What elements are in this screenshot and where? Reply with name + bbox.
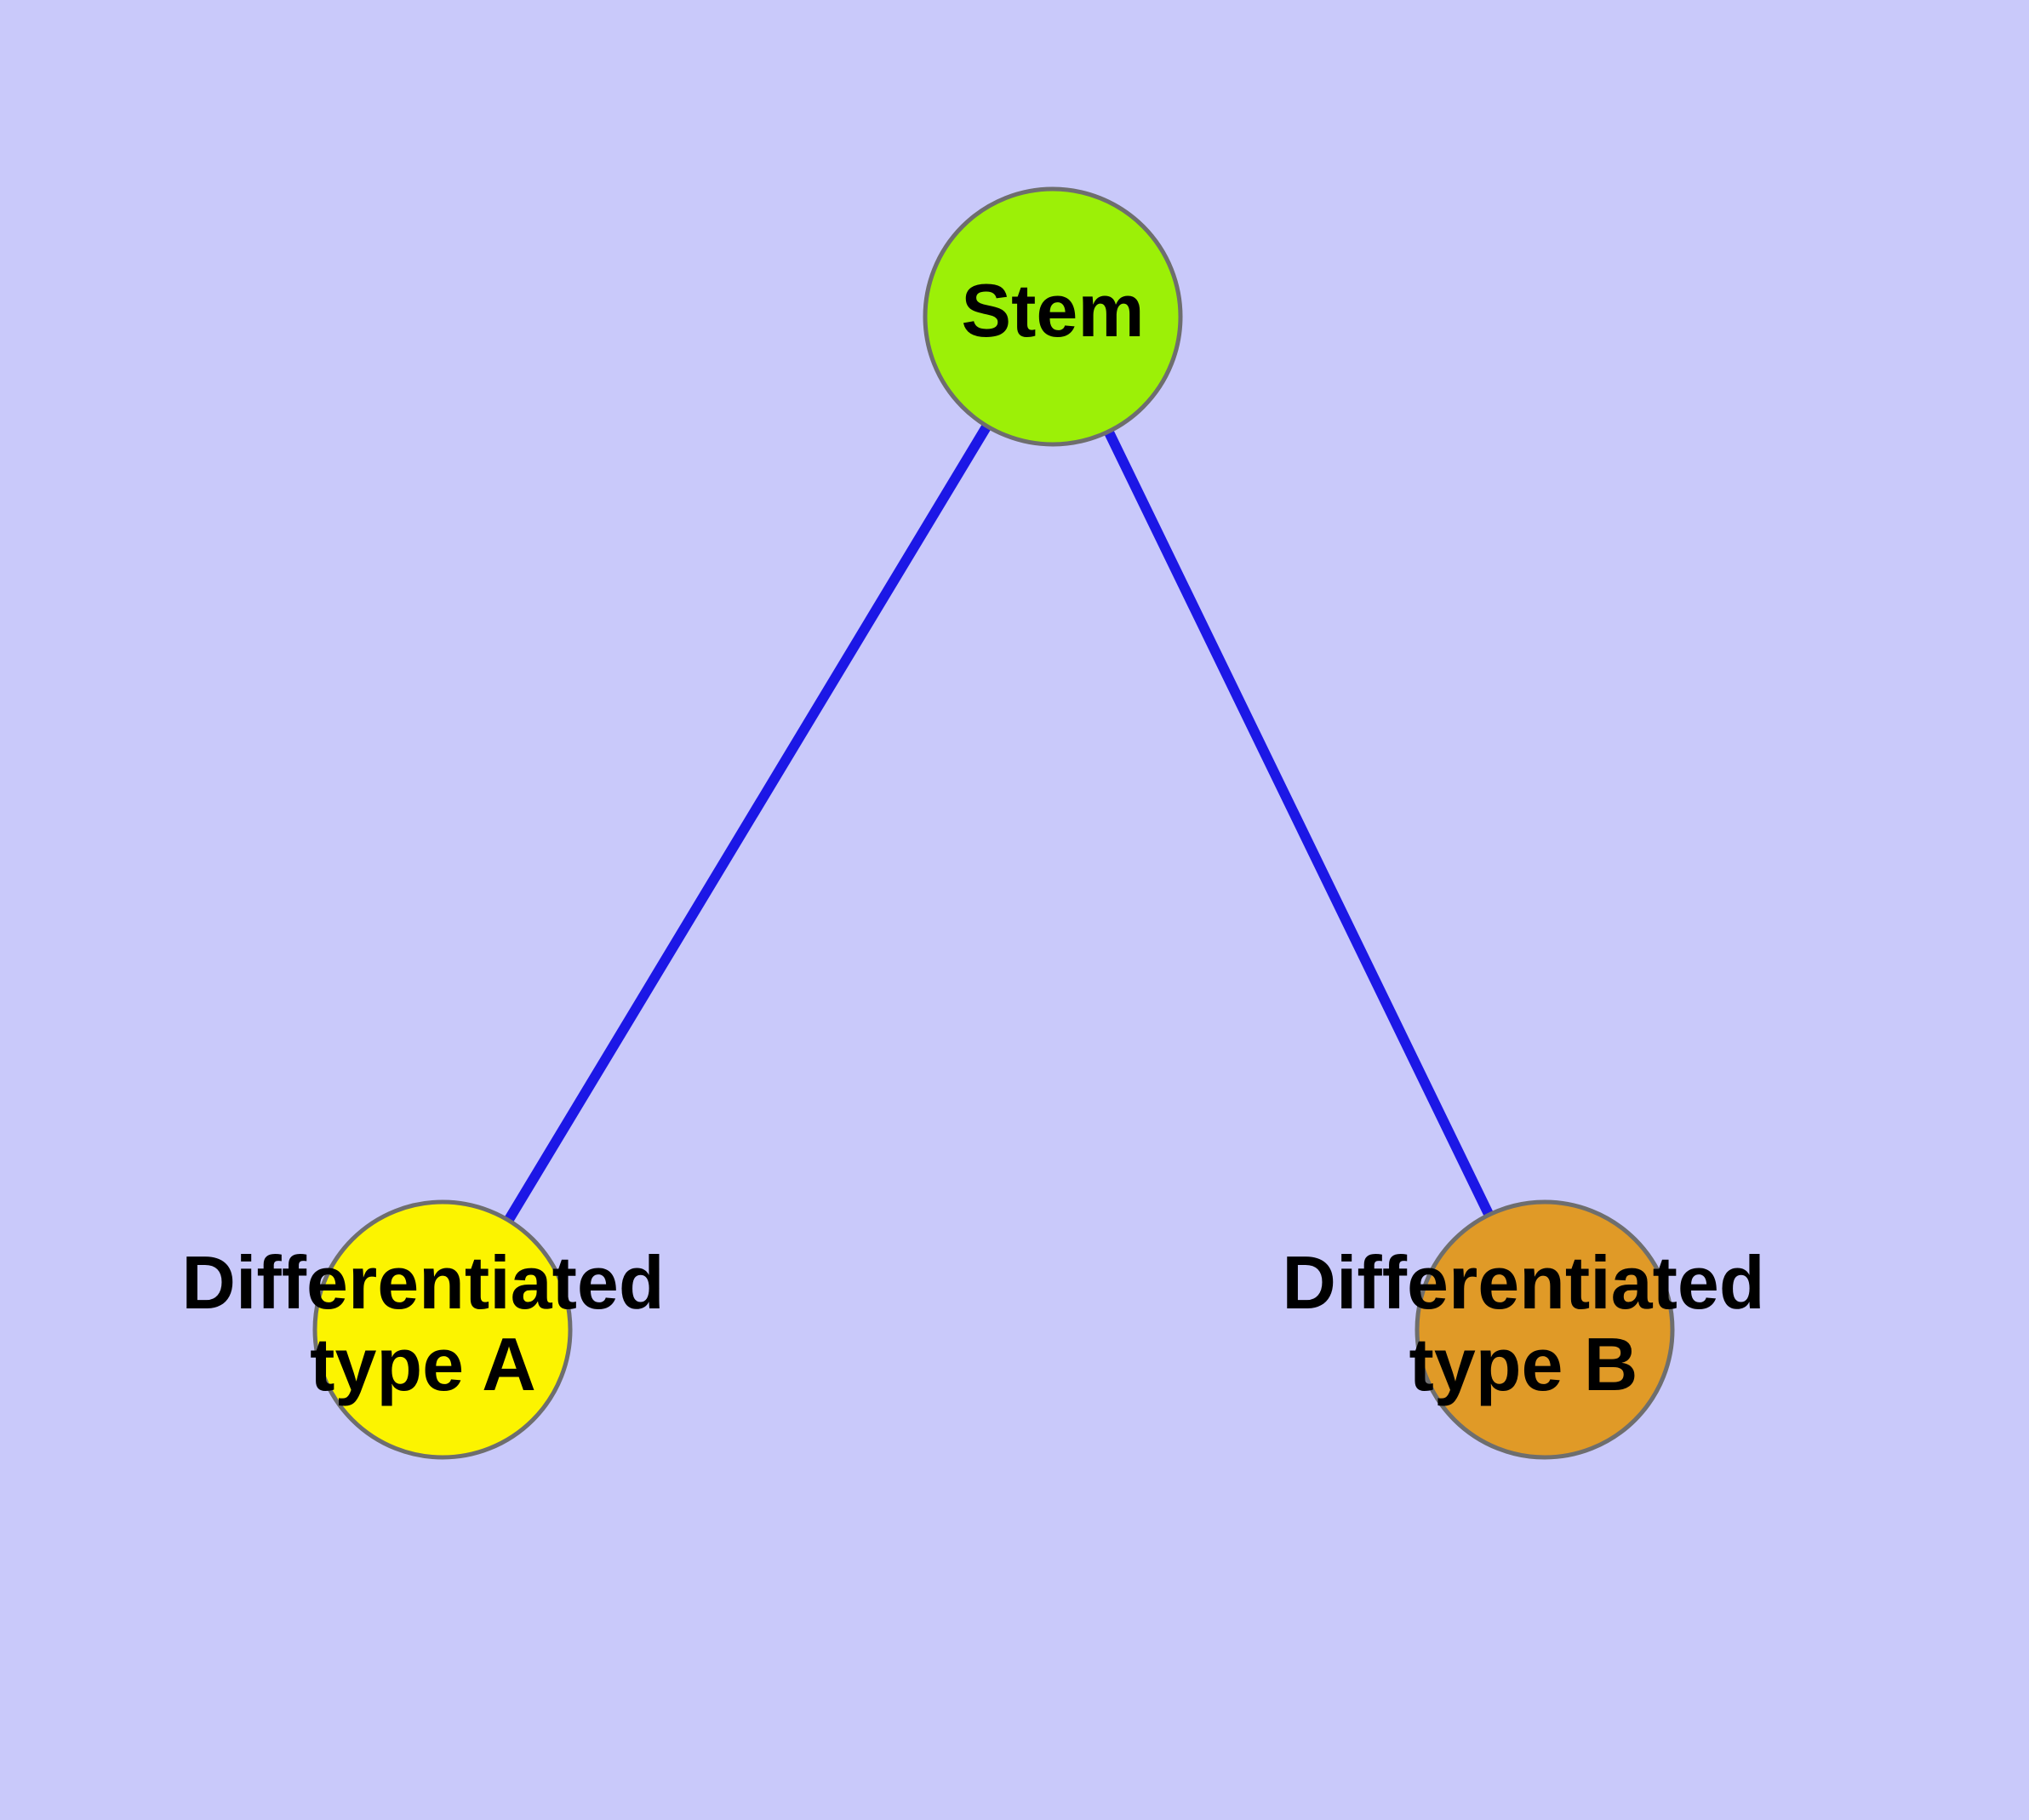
node-diff_b[interactable] bbox=[1415, 1199, 1675, 1460]
node-label-line: type A bbox=[310, 1322, 536, 1406]
nodes-layer bbox=[312, 186, 1675, 1460]
node-stem[interactable] bbox=[923, 186, 1183, 447]
node-label-stem: Stem bbox=[961, 268, 1144, 352]
node-diff_a[interactable] bbox=[312, 1199, 573, 1460]
node-label-line: type B bbox=[1409, 1322, 1638, 1406]
node-label-line: Differentiated bbox=[181, 1240, 664, 1325]
edges-layer bbox=[437, 313, 1550, 1333]
node-label-line: Stem bbox=[961, 268, 1144, 352]
node-label-line: Differentiated bbox=[1282, 1240, 1764, 1325]
edge-stem-diff_a bbox=[437, 313, 1058, 1333]
edge-stem-diff_b bbox=[1048, 314, 1550, 1332]
